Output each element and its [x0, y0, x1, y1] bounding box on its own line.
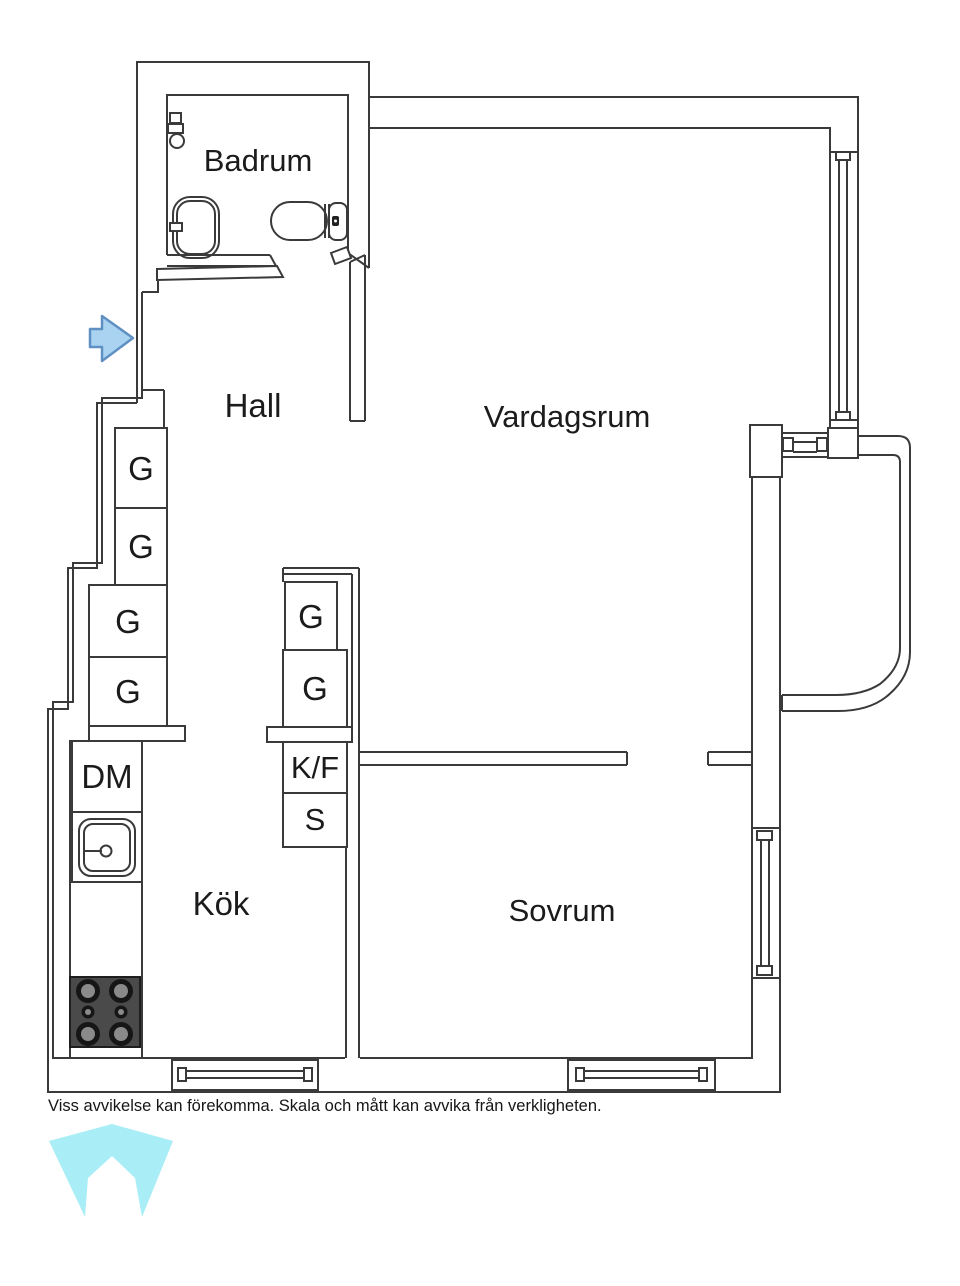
room-label-hall: Hall: [224, 387, 282, 424]
crown-logo-icon: [49, 1124, 173, 1217]
wardrobe-box: [282, 649, 348, 728]
wardrobe-label: G: [115, 673, 141, 710]
room-label-living-room: Vardagsrum: [483, 399, 651, 434]
dishwasher-label: DM: [81, 758, 133, 795]
balcony: [749, 424, 911, 712]
entrance-arrow-icon: [88, 314, 135, 363]
balcony-railing: [781, 435, 911, 712]
kitchen-sink-icon: [78, 818, 136, 877]
wardrobe-box: [114, 427, 168, 509]
wardrobe-label: G: [128, 528, 154, 565]
wardrobe-label: G: [298, 598, 324, 635]
faucet-icon: [167, 112, 185, 149]
bathroom-walls: [156, 94, 370, 282]
hall-wardrobes: [88, 389, 168, 727]
disclaimer-text: Viss avvikelse kan förekomma. Skala och …: [48, 1097, 602, 1115]
bathroom-fixtures: [167, 112, 348, 259]
wardrobe-label: G: [115, 603, 141, 640]
hall-divider-wall: [349, 254, 366, 422]
window-bedroom-right: [752, 827, 780, 979]
balcony-door-window: [782, 432, 828, 458]
pantry-box: [282, 792, 348, 848]
window-kitchen-bottom: [171, 1059, 319, 1091]
toilet-icon: [270, 201, 348, 241]
kitchen-counter: [69, 725, 186, 1059]
wardrobe-label: G: [128, 450, 154, 487]
wardrobe-label: G: [302, 670, 328, 707]
sink-icon: [169, 196, 220, 259]
room-label-kitchen: Kök: [192, 885, 250, 922]
mid-column: [266, 567, 360, 1058]
window-living-room-right: [830, 151, 858, 421]
wardrobe-box: [284, 581, 338, 651]
stove-icon: [69, 976, 141, 1048]
room-label-bathroom: Badrum: [203, 143, 313, 178]
wardrobe-box: [114, 507, 168, 586]
room-label-bedroom: Sovrum: [508, 893, 616, 928]
bathroom-door-leaf: [156, 264, 285, 282]
shelf-strip: [266, 726, 353, 743]
bedroom-top-wall: [360, 751, 752, 766]
window-bedroom-bottom: [567, 1059, 716, 1091]
pantry-label: S: [304, 802, 326, 837]
fridge-freezer-label: K/F: [290, 750, 340, 785]
door-jamb: [329, 245, 353, 266]
wardrobe-box: [88, 584, 168, 658]
wall-outline: [47, 61, 859, 1093]
